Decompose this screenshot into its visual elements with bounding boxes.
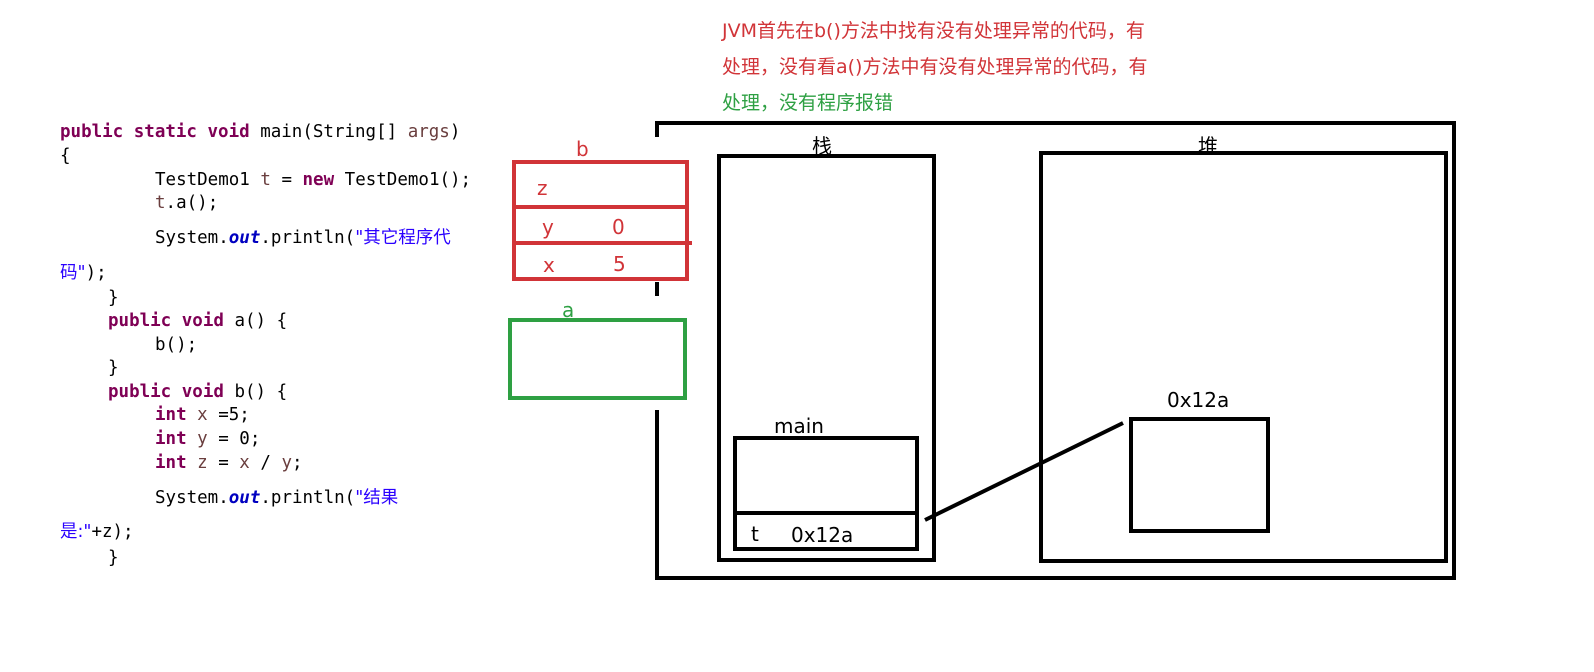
memory-frame-right-edge (1452, 121, 1456, 580)
t-variable-name: t (751, 522, 759, 546)
memory-frame-top-edge (655, 121, 1456, 125)
code-line-a-body: b(); (155, 335, 198, 355)
code-line-print-result: System.out.println("结果 (155, 488, 399, 508)
frame-b-divider-2 (512, 241, 692, 245)
code-line-main-signature: public static void main(String[] args) (60, 122, 461, 142)
annotation-line-3: 处理，没有程序报错 (722, 92, 894, 114)
code-line-print-result-wrap: 是:"+z); (60, 522, 134, 542)
stack-box (717, 154, 936, 562)
memory-frame-left-edge-bottom (655, 410, 659, 580)
memory-frame-bottom-edge (655, 576, 1456, 580)
code-line-open-brace: { (60, 146, 71, 166)
code-line-a-signature: public void a() { (108, 311, 288, 331)
code-listing: public static void main(String[] args) {… (60, 0, 471, 568)
main-frame-box (733, 436, 919, 551)
t-variable-value: 0x12a (791, 523, 854, 547)
code-line-int-z: int z = x / y; (155, 453, 303, 473)
memory-frame-left-edge-mid (655, 282, 659, 296)
code-line-call-a: t.a(); (155, 193, 219, 213)
frame-b-row-x-name: x (543, 253, 555, 277)
memory-frame-left-edge-top (655, 121, 659, 137)
frame-a-label: a (562, 298, 575, 322)
annotation-line-1: JVM首先在b()方法中找有没有处理异常的代码，有 (722, 20, 1145, 42)
frame-b-divider-1 (512, 205, 689, 209)
code-line-int-x: int x =5; (155, 405, 250, 425)
frame-b-row-y-value: 0 (612, 215, 625, 239)
main-frame-divider (733, 511, 919, 515)
stack-label: 栈 (812, 134, 832, 158)
code-line-new-instance: TestDemo1 t = new TestDemo1(); (155, 170, 472, 190)
main-frame-label: main (774, 414, 824, 438)
heap-box (1039, 151, 1448, 563)
code-line-print-other-wrap: 码"); (60, 263, 107, 283)
frame-b-row-x-value: 5 (613, 252, 626, 276)
annotation-line-2: 处理，没有看a()方法中有没有处理异常的代码，有 (722, 56, 1148, 78)
code-line-close-a: } (108, 358, 119, 378)
heap-object-label: 0x12a (1167, 388, 1230, 412)
frame-b-box (512, 160, 689, 281)
reference-line (924, 421, 1124, 522)
code-line-close-main: } (108, 288, 119, 308)
frame-b-row-y-name: y (542, 215, 554, 239)
code-line-close-b: } (108, 548, 119, 568)
code-line-print-other: System.out.println("其它程序代 (155, 228, 451, 248)
frame-b-label: b (576, 137, 589, 161)
frame-a-box (508, 318, 687, 400)
code-line-int-y: int y = 0; (155, 429, 261, 449)
code-line-b-signature: public void b() { (108, 382, 288, 402)
frame-b-row-z-name: z (537, 176, 548, 200)
heap-object-box (1129, 417, 1270, 533)
